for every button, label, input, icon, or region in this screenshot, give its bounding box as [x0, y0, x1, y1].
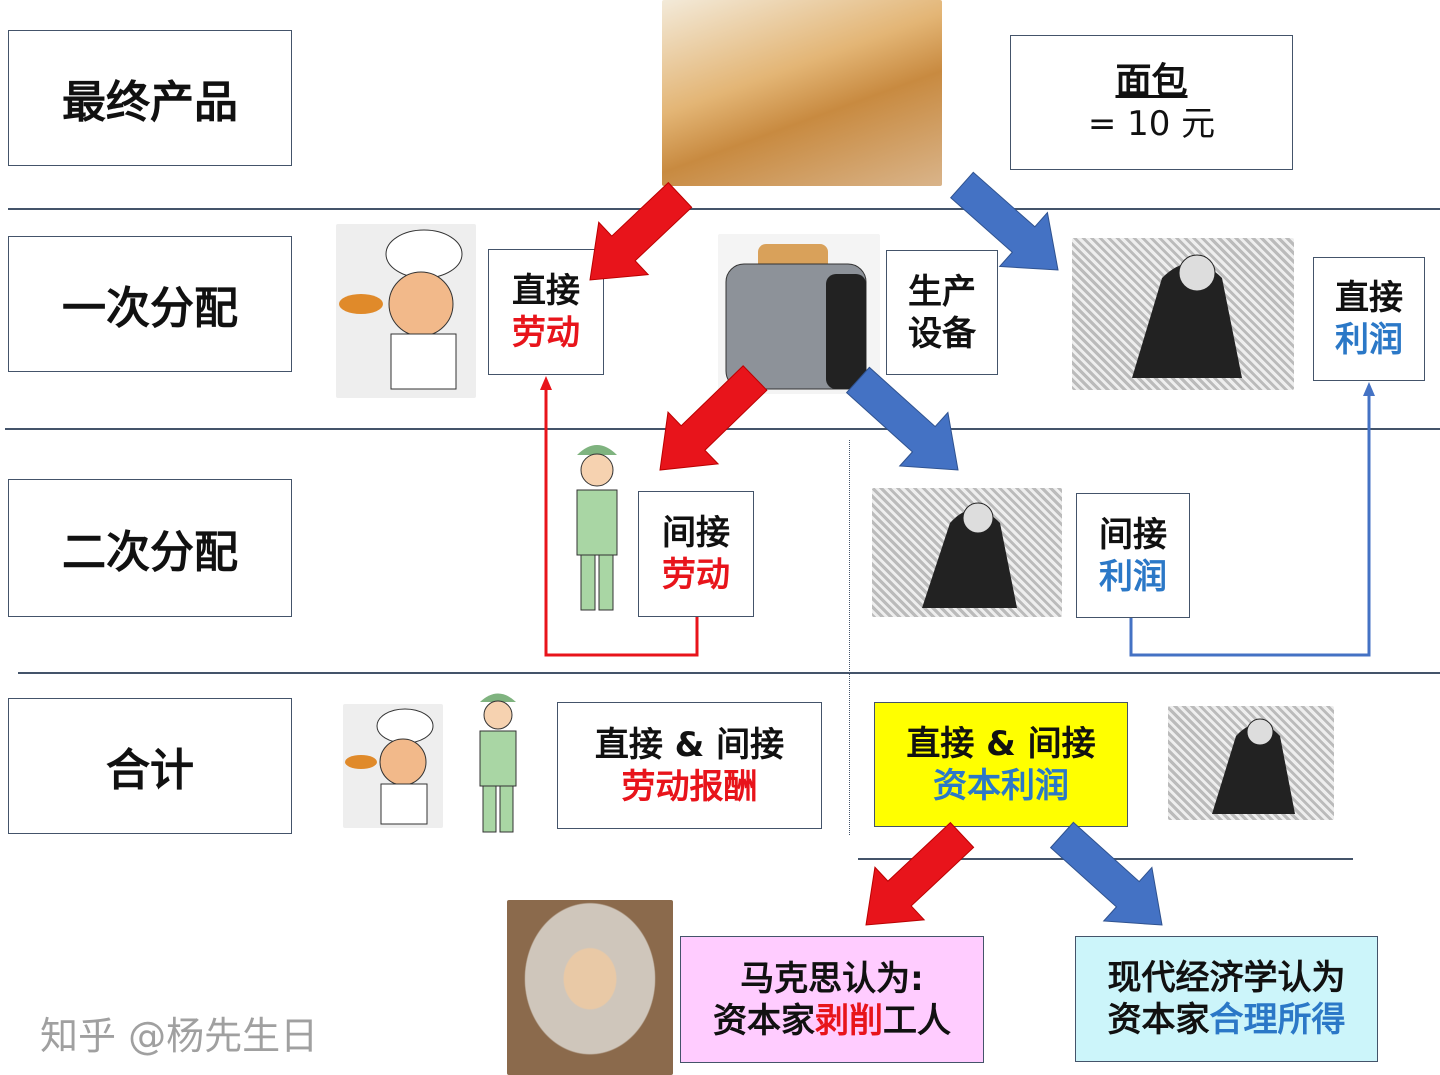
label: 二次分配 — [62, 527, 238, 578]
label: 最终产品 — [62, 77, 238, 128]
label: 直接 & 间接 — [906, 723, 1096, 764]
total-labor-box: 直接 & 间接劳动报酬 — [557, 702, 822, 829]
chef-image — [343, 704, 443, 828]
label: 现代经济学认为 — [1107, 958, 1346, 998]
capitalist-image — [1168, 706, 1334, 820]
bread-title: 面包 — [1115, 60, 1188, 102]
label: 合计 — [106, 745, 194, 796]
label: 设备 — [908, 313, 976, 354]
label: 马克思认为: — [740, 958, 924, 999]
label: 直接 & 间接 — [594, 724, 785, 765]
label: 资本家合理所得 — [1108, 999, 1346, 1041]
row-label-primary: 一次分配 — [8, 236, 292, 372]
text: 工人 — [883, 1000, 951, 1041]
marx-portrait — [507, 900, 673, 1075]
marx-view-box: 马克思认为:资本家剥削工人 — [680, 936, 984, 1063]
toaster-image — [718, 234, 880, 394]
red-connector-arrowhead — [540, 376, 552, 390]
label: 直接 — [1335, 278, 1403, 318]
label: 直接 — [512, 271, 580, 311]
text: 剥削 — [815, 1000, 883, 1041]
row-label-total: 合计 — [8, 698, 292, 834]
label: 生产 — [908, 271, 976, 312]
text: 资本家 — [713, 1000, 815, 1041]
blue-block-arrow — [1049, 821, 1163, 926]
bread-image — [662, 0, 942, 186]
text: 资本家 — [1107, 1000, 1210, 1040]
direct-labor-box: 直接劳动 — [488, 249, 604, 375]
label: 资本利润 — [933, 765, 1069, 806]
bread-price-box: 面包 = 10 元 — [1010, 35, 1293, 170]
bread-price: = 10 元 — [1087, 103, 1216, 144]
dotted-divider — [849, 440, 850, 835]
label: 劳动报酬 — [621, 766, 758, 807]
modern-view-box: 现代经济学认为资本家合理所得 — [1075, 936, 1378, 1062]
label: 一次分配 — [62, 283, 238, 334]
red-block-arrow — [589, 181, 693, 281]
blue-connector-line — [1129, 394, 1371, 657]
label: 劳动 — [512, 313, 580, 353]
capitalist-image — [872, 488, 1062, 617]
red-block-arrow — [865, 821, 975, 926]
label: 劳动 — [662, 555, 730, 595]
worker-image — [565, 435, 630, 615]
blue-connector-arrowhead — [1363, 382, 1375, 396]
label: 间接 — [1099, 514, 1167, 555]
blue-block-arrow — [845, 366, 959, 471]
indirect-profit-box: 间接利润 — [1076, 493, 1190, 618]
label: 利润 — [1335, 320, 1403, 360]
worker-image — [470, 685, 527, 836]
indirect-labor-box: 间接劳动 — [638, 491, 754, 617]
capitalist-image — [1072, 238, 1294, 390]
watermark: 知乎 @杨先生日 — [40, 1014, 319, 1058]
red-block-arrow — [659, 365, 768, 471]
divider — [8, 208, 1440, 210]
blue-block-arrow — [950, 171, 1059, 271]
row-label-final: 最终产品 — [8, 30, 292, 166]
chef-image — [336, 224, 476, 398]
red-connector-line — [544, 388, 699, 657]
total-capital-box: 直接 & 间接资本利润 — [874, 702, 1128, 827]
label: 资本家剥削工人 — [713, 1000, 951, 1042]
equipment-box: 生产设备 — [886, 250, 998, 375]
label: 利润 — [1099, 556, 1167, 597]
divider — [18, 672, 1440, 674]
row-label-secondary: 二次分配 — [8, 479, 292, 617]
text: 合理所得 — [1209, 1000, 1346, 1040]
direct-profit-box: 直接利润 — [1313, 257, 1425, 381]
label: 间接 — [662, 513, 730, 553]
